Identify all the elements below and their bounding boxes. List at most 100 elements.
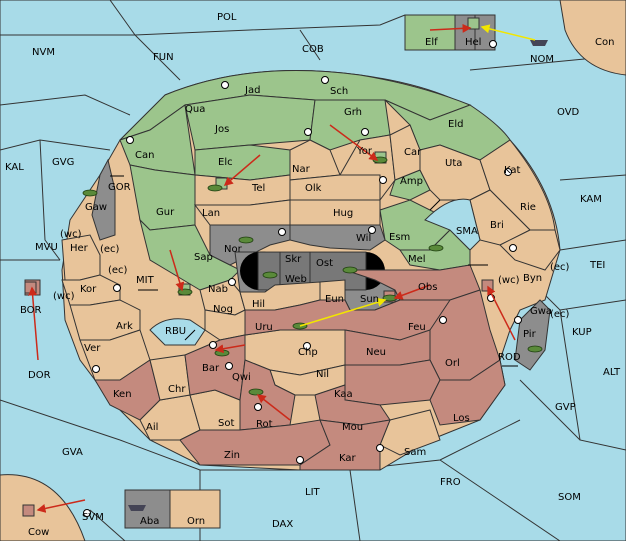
label-esm: Esm: [389, 232, 410, 243]
label-car: Car: [404, 147, 422, 158]
label-fro: FRO: [440, 477, 461, 488]
label-obs: Obs: [418, 282, 437, 293]
label-aba: Aba: [140, 516, 159, 527]
label-grh: Grh: [344, 107, 362, 118]
label-mel: Mel: [408, 254, 426, 265]
label-lit: LIT: [305, 487, 321, 498]
label-web: Web: [285, 274, 307, 285]
label-gvp: GVP: [555, 402, 576, 413]
label-qua: Qua: [185, 104, 205, 115]
label-rot: Rot: [256, 419, 273, 430]
sea-rbu: [149, 318, 206, 346]
label-nar: Nar: [292, 164, 311, 175]
label-mou: Mou: [342, 422, 363, 433]
coast-labels: (wc) (ec) (ec) (wc) (wc) (ec) (ec): [53, 229, 570, 320]
label-pol: POL: [217, 12, 237, 23]
label-jos: Jos: [214, 124, 229, 135]
label-nog: Nog: [213, 304, 233, 315]
label-gwa: Gwa: [530, 306, 552, 317]
label-sap: Sap: [194, 252, 213, 263]
label-gor: GOR: [108, 182, 131, 193]
label-byn: Byn: [523, 273, 542, 284]
label-chr: Chr: [168, 384, 186, 395]
order-arrows-red: [28, 23, 516, 513]
label-kam: KAM: [580, 194, 602, 205]
label-nom: NOM: [530, 54, 554, 65]
label-elc: Elc: [218, 157, 233, 168]
label-gaw: Gaw: [85, 202, 107, 213]
label-hug: Hug: [333, 208, 353, 219]
label-fun: FUN: [153, 52, 174, 63]
coast-gwa-ec: (ec): [550, 309, 570, 320]
coast-kor-ec: (ec): [108, 265, 128, 276]
label-cow: Cow: [28, 527, 49, 538]
label-kaa: Kaa: [334, 389, 353, 400]
strait-arrows: [110, 175, 518, 367]
label-eun: Eun: [325, 294, 344, 305]
label-orl: Orl: [445, 358, 460, 369]
label-ark: Ark: [116, 321, 133, 332]
label-neu: Neu: [366, 347, 386, 358]
label-sch: Sch: [330, 86, 348, 97]
label-lan: Lan: [202, 208, 220, 219]
label-qwi: Qwi: [232, 372, 251, 383]
coast-kor-wc: (wc): [53, 291, 75, 302]
label-kat: Kat: [504, 165, 521, 176]
units: [22, 17, 548, 517]
label-alt: ALT: [603, 367, 621, 378]
label-orn: Orn: [187, 516, 205, 527]
label-ken: Ken: [113, 389, 132, 400]
label-nor: Nor: [224, 244, 243, 255]
label-los: Los: [453, 413, 470, 424]
territory-orn[interactable]: [169, 489, 221, 529]
label-pir: Pir: [523, 329, 537, 340]
label-elf: Elf: [425, 37, 438, 48]
label-olk: Olk: [305, 183, 322, 194]
label-kor: Kor: [80, 284, 97, 295]
label-rie: Rie: [520, 202, 536, 213]
label-bar: Bar: [202, 363, 220, 374]
label-con: Con: [595, 37, 614, 48]
coast-byn-wc: (wc): [498, 275, 520, 286]
label-gva: GVA: [62, 447, 83, 458]
label-zin: Zin: [224, 450, 240, 461]
supply-centers: [83, 40, 522, 517]
label-bor: BOR: [20, 305, 42, 316]
label-sam: Sam: [404, 447, 426, 458]
order-arrows-yellow: [299, 24, 536, 327]
label-rod: ROD: [498, 352, 521, 363]
label-svm: SVM: [82, 512, 104, 523]
label-nil: Nil: [316, 369, 329, 380]
label-sun: Sun: [360, 294, 379, 305]
label-dor: DOR: [28, 370, 51, 381]
coast-her-ec: (ec): [100, 244, 120, 255]
label-skr: Skr: [285, 254, 302, 265]
land-labels: Con Elf Hel Jad Sch Qua Jos Grh Eld Can …: [28, 37, 614, 538]
label-kar: Kar: [339, 453, 357, 464]
label-ail: Ail: [146, 422, 158, 433]
label-chp: Chp: [298, 347, 318, 358]
label-ovd: OVD: [557, 107, 580, 118]
label-som: SOM: [558, 492, 581, 503]
label-kup: KUP: [572, 327, 592, 338]
coast-byn-ec: (ec): [550, 262, 570, 273]
label-eld: Eld: [448, 119, 463, 130]
label-hel: Hel: [465, 37, 481, 48]
coast-her-wc: (wc): [60, 229, 82, 240]
label-dax: DAX: [272, 519, 293, 530]
label-hil: Hil: [252, 299, 265, 310]
label-ver: Ver: [84, 343, 101, 354]
label-uru: Uru: [255, 322, 273, 333]
label-her: Her: [70, 243, 89, 254]
territory-elf[interactable]: [404, 14, 456, 51]
label-kal: KAL: [5, 162, 24, 173]
label-uta: Uta: [445, 158, 462, 169]
label-gur: Gur: [156, 207, 175, 218]
label-wil: Wil: [356, 233, 371, 244]
label-sma: SMA: [456, 226, 478, 237]
label-gvg: GVG: [52, 157, 74, 168]
label-mvu: MVU: [35, 242, 58, 253]
